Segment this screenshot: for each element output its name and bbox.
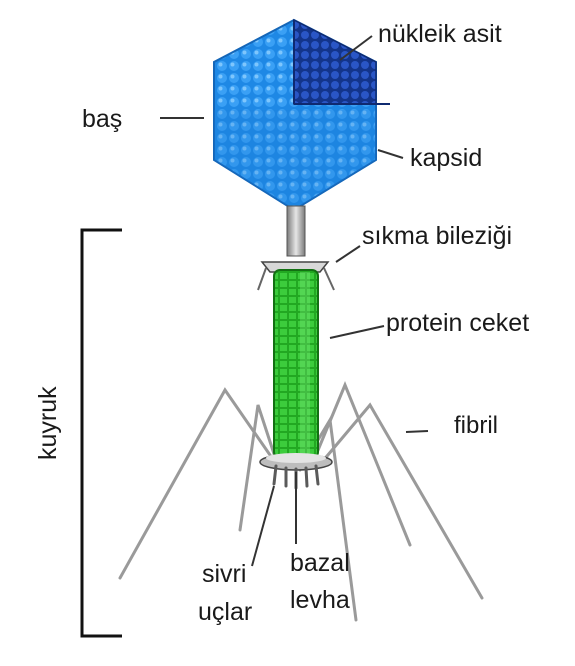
leader-fibril: [406, 431, 428, 432]
phage-neck: [287, 206, 305, 256]
protein-coat: [274, 270, 318, 458]
label-protein-coat: protein ceket: [386, 309, 529, 337]
baseplate: [260, 453, 332, 470]
label-spikes-line2: uçlar: [198, 598, 252, 626]
label-capsid: kapsid: [410, 144, 482, 172]
sheath-body: [274, 270, 318, 458]
label-head: baş: [82, 105, 122, 133]
baseplate-top: [266, 453, 326, 463]
label-fibril: fibril: [454, 412, 498, 439]
sheath-highlight: [300, 272, 310, 456]
spike: [316, 466, 318, 484]
spike: [306, 468, 307, 486]
phage-head: [214, 20, 390, 210]
label-baseplate-line2: levha: [290, 586, 350, 614]
tail-bracket: [82, 230, 122, 636]
leader-collar: [336, 246, 360, 262]
nucleic-acid-cutaway: [294, 20, 376, 104]
leader-capsid: [378, 150, 403, 158]
label-collar: sıkma bileziği: [362, 222, 512, 250]
leader-protein-coat: [330, 326, 384, 338]
capsid-lower-face: [214, 110, 376, 210]
label-spikes-line1: sivri: [202, 560, 246, 588]
label-baseplate-line1: bazal: [290, 549, 350, 577]
spike: [274, 466, 276, 484]
leader-spikes: [252, 486, 274, 566]
label-nucleic-acid: nükleik asit: [378, 20, 502, 48]
collar-whisker-right: [324, 268, 334, 290]
label-tail: kuyruk: [34, 386, 62, 460]
collar-whisker-left: [258, 268, 266, 290]
